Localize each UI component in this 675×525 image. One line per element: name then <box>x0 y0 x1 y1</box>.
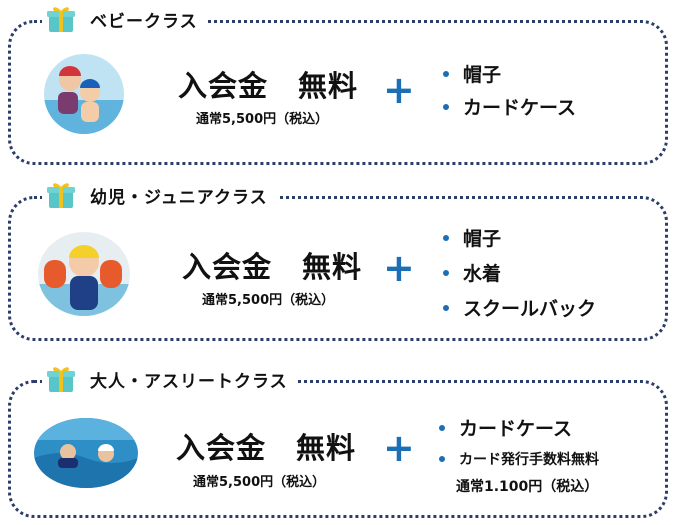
adult-class-photo <box>34 418 138 488</box>
benefit-item: 水着 <box>441 259 596 286</box>
baby-class-photo <box>44 54 124 134</box>
fee-value: 無料 <box>302 250 363 284</box>
class-name: ベビークラス <box>90 11 198 32</box>
baby-class-tag: ベビークラス <box>42 4 208 34</box>
adult-class-tag: 大人・アスリートクラス <box>42 364 298 394</box>
class-name: 幼児・ジュニアクラス <box>90 187 268 208</box>
kids-class-photo <box>38 232 130 316</box>
class-name: 大人・アスリートクラス <box>90 371 288 392</box>
benefit-item: カードケース <box>441 93 576 120</box>
fee-value: 無料 <box>296 431 357 465</box>
gift-box-icon <box>46 4 76 34</box>
fee-label: 入会金 <box>182 250 273 284</box>
benefit-list: カードケース カード発行手数料無料 <box>437 414 599 469</box>
regular-price: 通常5,500円（税込） <box>193 475 326 490</box>
kids-class-tag: 幼児・ジュニアクラス <box>42 180 278 210</box>
fee-line: 入会金無料 <box>176 425 356 467</box>
benefit-list: 帽子 カードケース <box>441 60 576 120</box>
fee-label: 入会金 <box>176 431 267 465</box>
plus-sign: + <box>383 426 415 470</box>
benefit-item: カード発行手数料無料 <box>437 449 599 469</box>
benefit-note: 通常1.100円（税込） <box>456 479 599 495</box>
benefit-item: スクールバック <box>441 294 596 321</box>
fee-label: 入会金 <box>178 69 269 103</box>
plus-sign: + <box>383 246 415 290</box>
regular-price: 通常5,500円（税込） <box>196 112 329 127</box>
gift-box-icon <box>46 364 76 394</box>
plus-sign: + <box>383 68 415 112</box>
fee-line: 入会金無料 <box>182 244 362 286</box>
fee-value: 無料 <box>298 69 359 103</box>
benefit-list: 帽子 水着 スクールバック <box>441 224 596 321</box>
fee-line: 入会金無料 <box>178 63 358 105</box>
benefit-item: 帽子 <box>441 60 576 87</box>
kids-class-card <box>8 196 668 341</box>
regular-price: 通常5,500円（税込） <box>202 293 335 308</box>
benefit-item: 帽子 <box>441 224 596 251</box>
benefit-item: カードケース <box>437 414 599 441</box>
gift-box-icon <box>46 180 76 210</box>
